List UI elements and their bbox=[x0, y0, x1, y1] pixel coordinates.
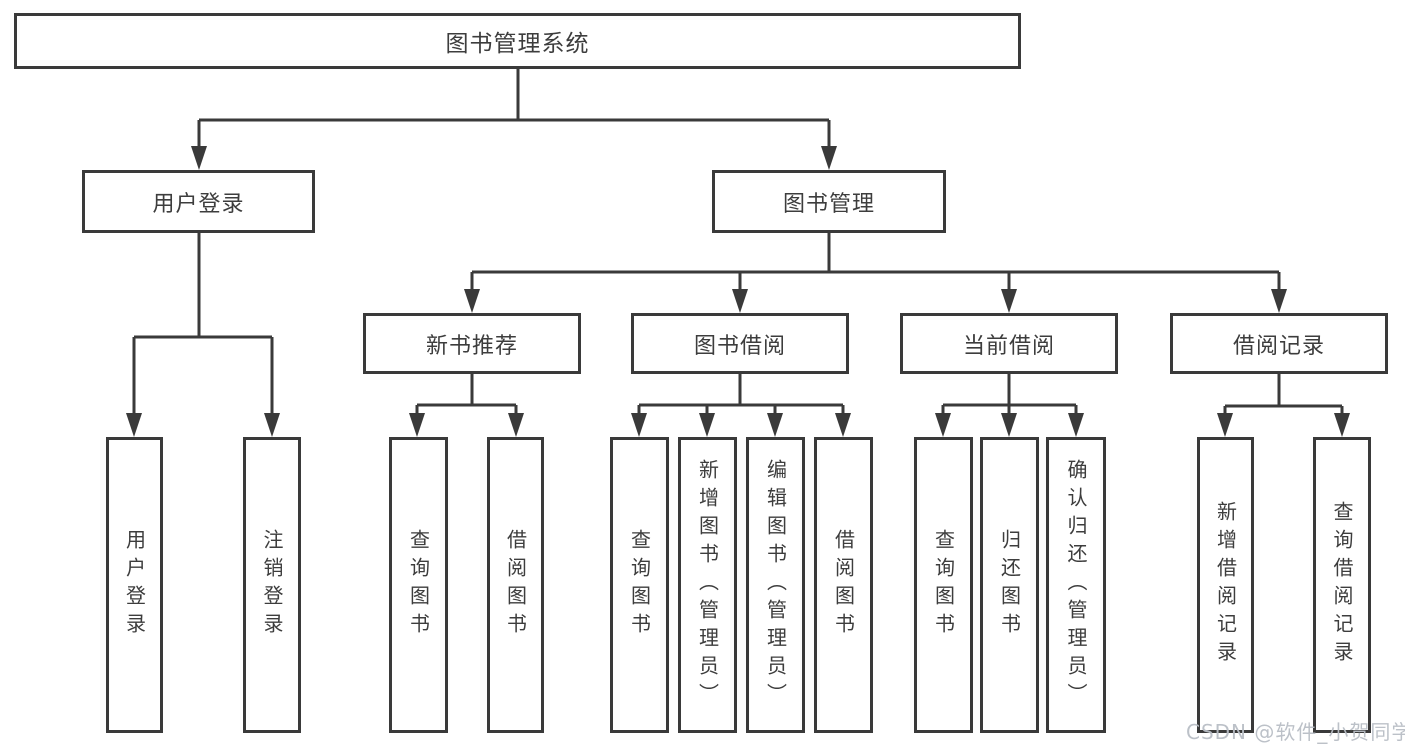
arrow-down-icon bbox=[732, 289, 748, 313]
node-leaf-logout: 注销登录 bbox=[243, 437, 301, 733]
node-label: 查询借阅记录 bbox=[1330, 501, 1354, 669]
arrow-down-icon bbox=[126, 413, 142, 437]
node-leaf-add-books-admin: 新增图书（管理员） bbox=[678, 437, 737, 733]
node-label: 图书借阅 bbox=[693, 333, 786, 359]
node-label: 借阅记录 bbox=[1232, 333, 1325, 359]
arrow-down-icon bbox=[1217, 413, 1233, 437]
node-label: 用户登录 bbox=[152, 191, 245, 217]
arrow-down-icon bbox=[1271, 289, 1287, 313]
csdn-watermark: CSDN @软件_小贺同学 bbox=[1186, 720, 1405, 744]
node-book-borrowing: 图书借阅 bbox=[631, 313, 849, 374]
node-leaf-borrow-books: 借阅图书 bbox=[814, 437, 873, 733]
node-label: 用户登录 bbox=[122, 529, 147, 641]
arrow-down-icon bbox=[464, 289, 480, 313]
node-label: 编辑图书（管理员） bbox=[763, 459, 788, 711]
node-label: 查询图书 bbox=[931, 529, 956, 641]
arrow-down-icon bbox=[1001, 289, 1017, 313]
node-leaf-confirm-return-admin: 确认归还（管理员） bbox=[1046, 437, 1106, 733]
arrow-down-icon bbox=[767, 413, 783, 437]
node-label: 查询图书 bbox=[406, 529, 431, 641]
node-leaf-query-books-current: 查询图书 bbox=[914, 437, 973, 733]
node-leaf-borrow-books-recommend: 借阅图书 bbox=[487, 437, 544, 733]
node-label: 图书管理 bbox=[782, 191, 875, 217]
node-library-management-system: 图书管理系统 bbox=[14, 13, 1021, 69]
node-label: 查询图书 bbox=[627, 529, 652, 641]
node-user-login: 用户登录 bbox=[82, 170, 315, 233]
node-new-book-recommend: 新书推荐 bbox=[363, 313, 581, 374]
arrow-down-icon bbox=[631, 413, 647, 437]
node-label: 确认归还（管理员） bbox=[1064, 459, 1088, 711]
node-book-management: 图书管理 bbox=[712, 170, 946, 233]
node-label: 当前借阅 bbox=[962, 333, 1055, 359]
node-leaf-add-borrow-record: 新增借阅记录 bbox=[1197, 437, 1254, 733]
node-borrow-records: 借阅记录 bbox=[1170, 313, 1388, 374]
arrow-down-icon bbox=[821, 146, 837, 170]
arrow-down-icon bbox=[409, 413, 425, 437]
arrow-down-icon bbox=[699, 413, 715, 437]
arrow-down-icon bbox=[264, 413, 280, 437]
node-leaf-return-books: 归还图书 bbox=[980, 437, 1039, 733]
node-leaf-query-borrow-record: 查询借阅记录 bbox=[1313, 437, 1371, 733]
arrow-down-icon bbox=[935, 413, 951, 437]
arrow-down-icon bbox=[835, 413, 851, 437]
node-leaf-query-books-borrowing: 查询图书 bbox=[610, 437, 669, 733]
arrow-down-icon bbox=[1334, 413, 1350, 437]
arrow-down-icon bbox=[191, 146, 207, 170]
node-label: 归还图书 bbox=[997, 529, 1022, 641]
node-label: 新书推荐 bbox=[425, 333, 518, 359]
arrow-down-icon bbox=[508, 413, 524, 437]
node-label: 借阅图书 bbox=[503, 529, 528, 641]
node-leaf-user-login: 用户登录 bbox=[106, 437, 163, 733]
arrow-down-icon bbox=[1001, 413, 1017, 437]
arrow-down-icon bbox=[1068, 413, 1084, 437]
node-label: 图书管理系统 bbox=[445, 31, 590, 57]
node-label: 注销登录 bbox=[260, 529, 284, 641]
node-label: 新增图书（管理员） bbox=[695, 459, 720, 711]
node-label: 借阅图书 bbox=[831, 529, 856, 641]
node-leaf-edit-books-admin: 编辑图书（管理员） bbox=[746, 437, 805, 733]
node-current-borrowing: 当前借阅 bbox=[900, 313, 1118, 374]
node-leaf-query-books-recommend: 查询图书 bbox=[389, 437, 448, 733]
node-label: 新增借阅记录 bbox=[1213, 501, 1238, 669]
